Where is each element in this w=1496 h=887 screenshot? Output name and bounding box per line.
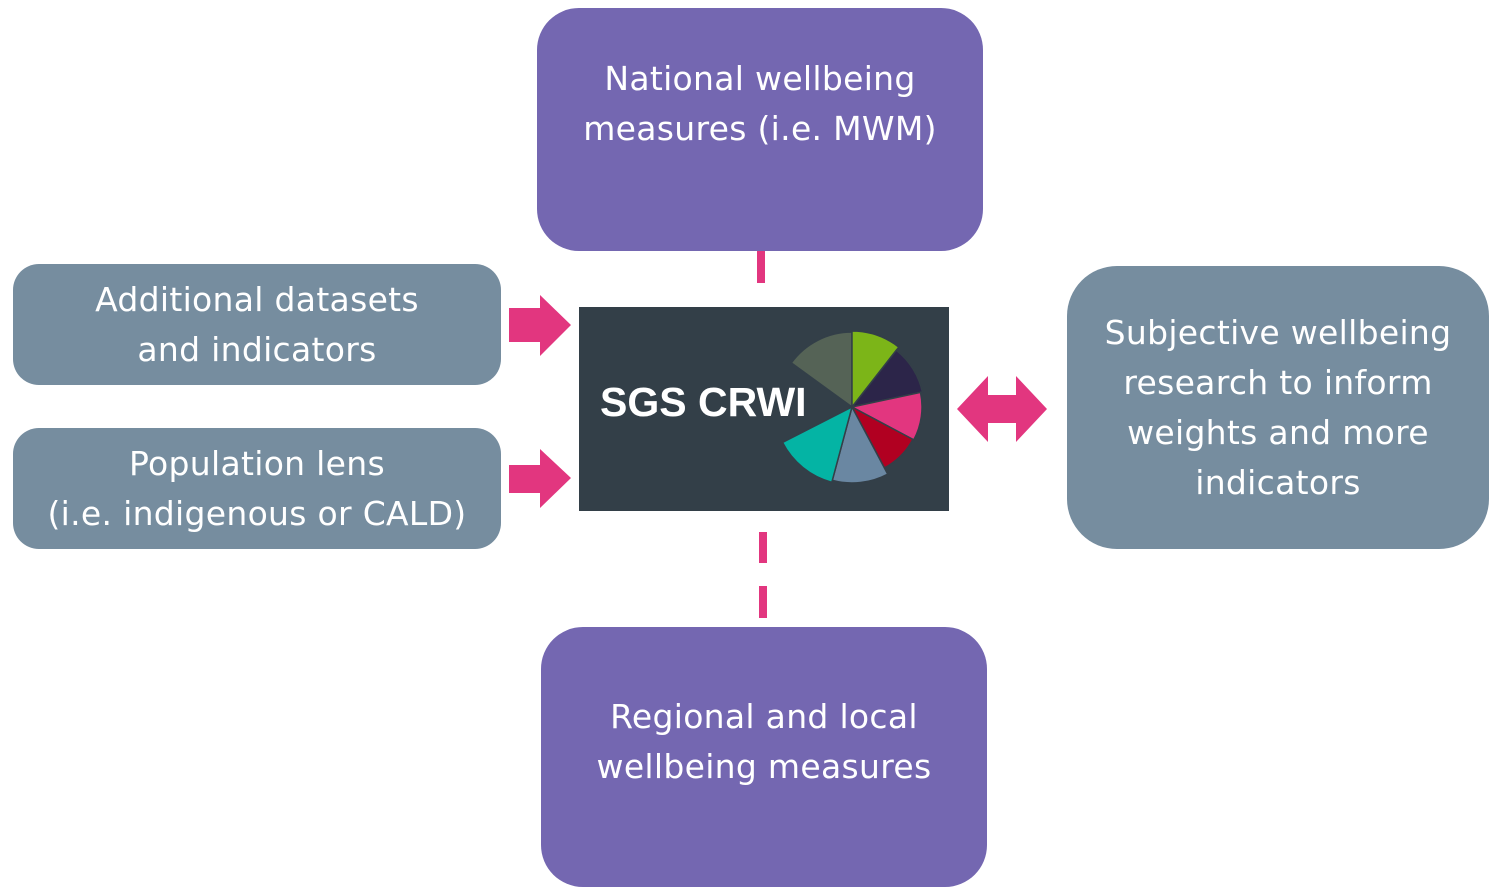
connectors-layer bbox=[509, 251, 1047, 618]
population-line-1: Population lens bbox=[129, 443, 385, 483]
regional-line-1: Regional and local bbox=[610, 697, 918, 736]
subjective-line-3: weights and more bbox=[1127, 412, 1429, 452]
subjective-line-2: research to inform bbox=[1123, 362, 1433, 402]
logo-pie-wedge bbox=[850, 349, 924, 409]
subjective-wellbeing-box: Subjective wellbeing research to inform … bbox=[1067, 266, 1489, 549]
arrow-right-population bbox=[509, 449, 571, 508]
additional-line-2: and indicators bbox=[137, 329, 377, 369]
logo-pie-wedge bbox=[790, 331, 853, 409]
additional-line-1: Additional datasets bbox=[95, 279, 419, 319]
double-arrow-subjective bbox=[957, 376, 1047, 442]
national-line-1: National wellbeing bbox=[604, 58, 916, 98]
additional-datasets-box: Additional datasets and indicators bbox=[13, 264, 501, 385]
population-line-2: (i.e. indigenous or CALD) bbox=[47, 493, 467, 533]
population-lens-box: Population lens (i.e. indigenous or CALD… bbox=[13, 428, 501, 549]
arrow-right-additional bbox=[509, 295, 571, 356]
sgs-crwi-logo-panel: SGS CRWI bbox=[579, 307, 949, 511]
logo-text: SGS CRWI bbox=[600, 379, 807, 425]
regional-line-2: wellbeing measures bbox=[596, 747, 932, 786]
logo-pie-icon bbox=[781, 330, 924, 484]
logo-pie-wedge bbox=[849, 391, 923, 441]
national-wellbeing-box: National wellbeing measures (i.e. MWM) bbox=[537, 8, 983, 251]
regional-wellbeing-box: Regional and local wellbeing measures bbox=[541, 627, 987, 887]
national-line-2: measures (i.e. MWM) bbox=[583, 108, 937, 148]
subjective-line-1: Subjective wellbeing bbox=[1104, 312, 1452, 352]
subjective-line-4: indicators bbox=[1195, 462, 1361, 502]
logo-pie-wedge bbox=[851, 330, 900, 410]
logo-pie-wedge bbox=[781, 405, 854, 484]
